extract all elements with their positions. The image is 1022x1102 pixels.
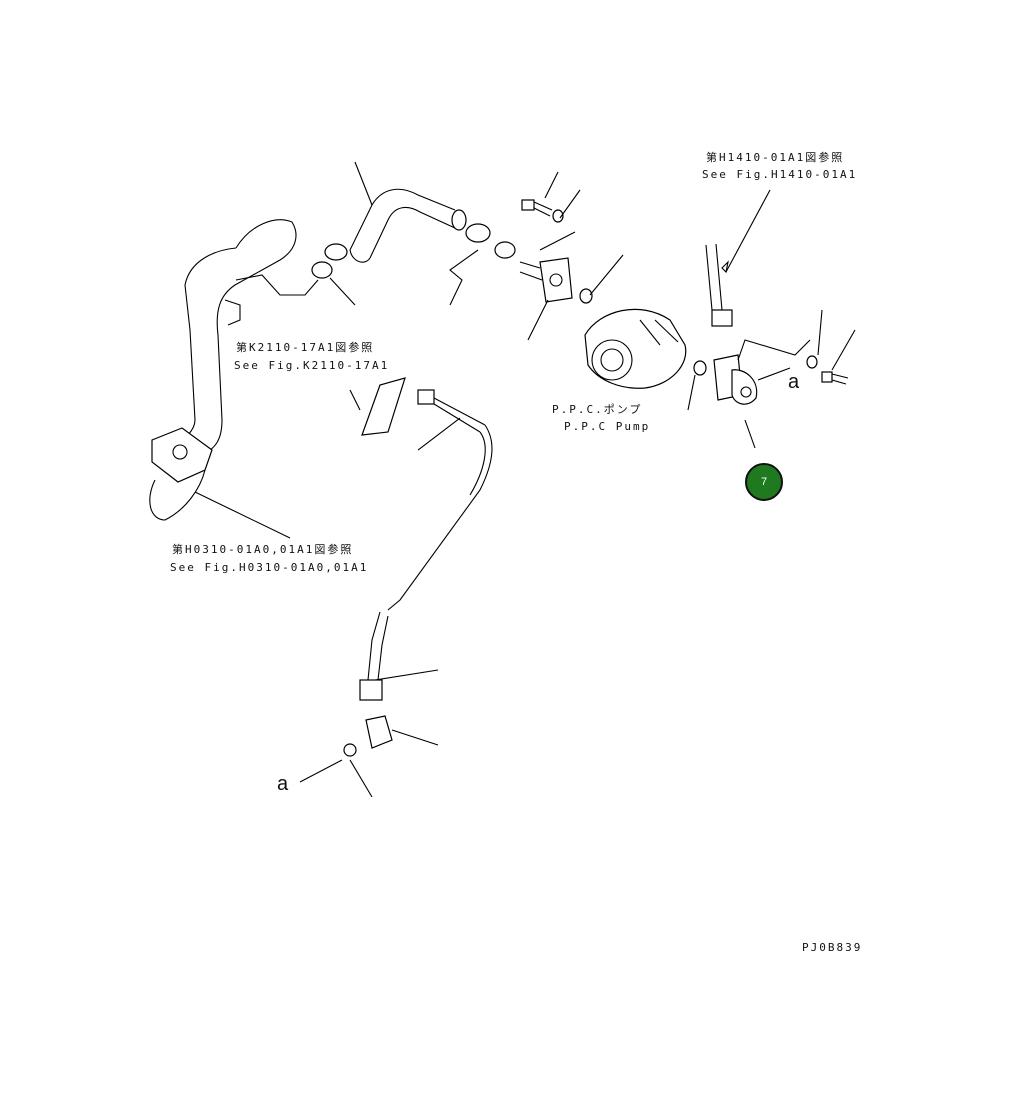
hose-clamps	[311, 223, 516, 306]
elbow-hose	[349, 188, 467, 263]
ppc-pump-label-jp: P.P.C.ポンプ	[552, 403, 643, 416]
ref-k2110-en: See Fig.K2110-17A1	[234, 359, 390, 372]
ref-k2110-jp: 第K2110-17A1図参照	[236, 341, 375, 354]
marker-a-left: a	[277, 773, 289, 795]
leader-lines	[194, 161, 856, 798]
drawing-number: PJ0B839	[802, 941, 863, 954]
ref-h0310-jp: 第H0310-01A0,01A1図参照	[172, 543, 354, 556]
hose-clip	[361, 377, 406, 436]
ref-h1410-jp: 第H1410-01A1図参照	[706, 151, 845, 164]
long-hose	[343, 389, 493, 757]
ppc-pump	[584, 308, 707, 389]
marker-a-right: a	[788, 371, 800, 393]
ppc-pump-label-en: P.P.C Pump	[564, 420, 651, 433]
suction-hose	[149, 219, 297, 521]
ref-h0310-en: See Fig.H0310-01A0,01A1	[170, 561, 369, 574]
right-fittings	[705, 243, 849, 405]
bolt-top	[521, 199, 564, 223]
callout-7[interactable]: 7	[745, 463, 783, 501]
pump-flange	[519, 257, 593, 304]
ref-h1410-en: See Fig.H1410-01A1	[702, 168, 858, 181]
